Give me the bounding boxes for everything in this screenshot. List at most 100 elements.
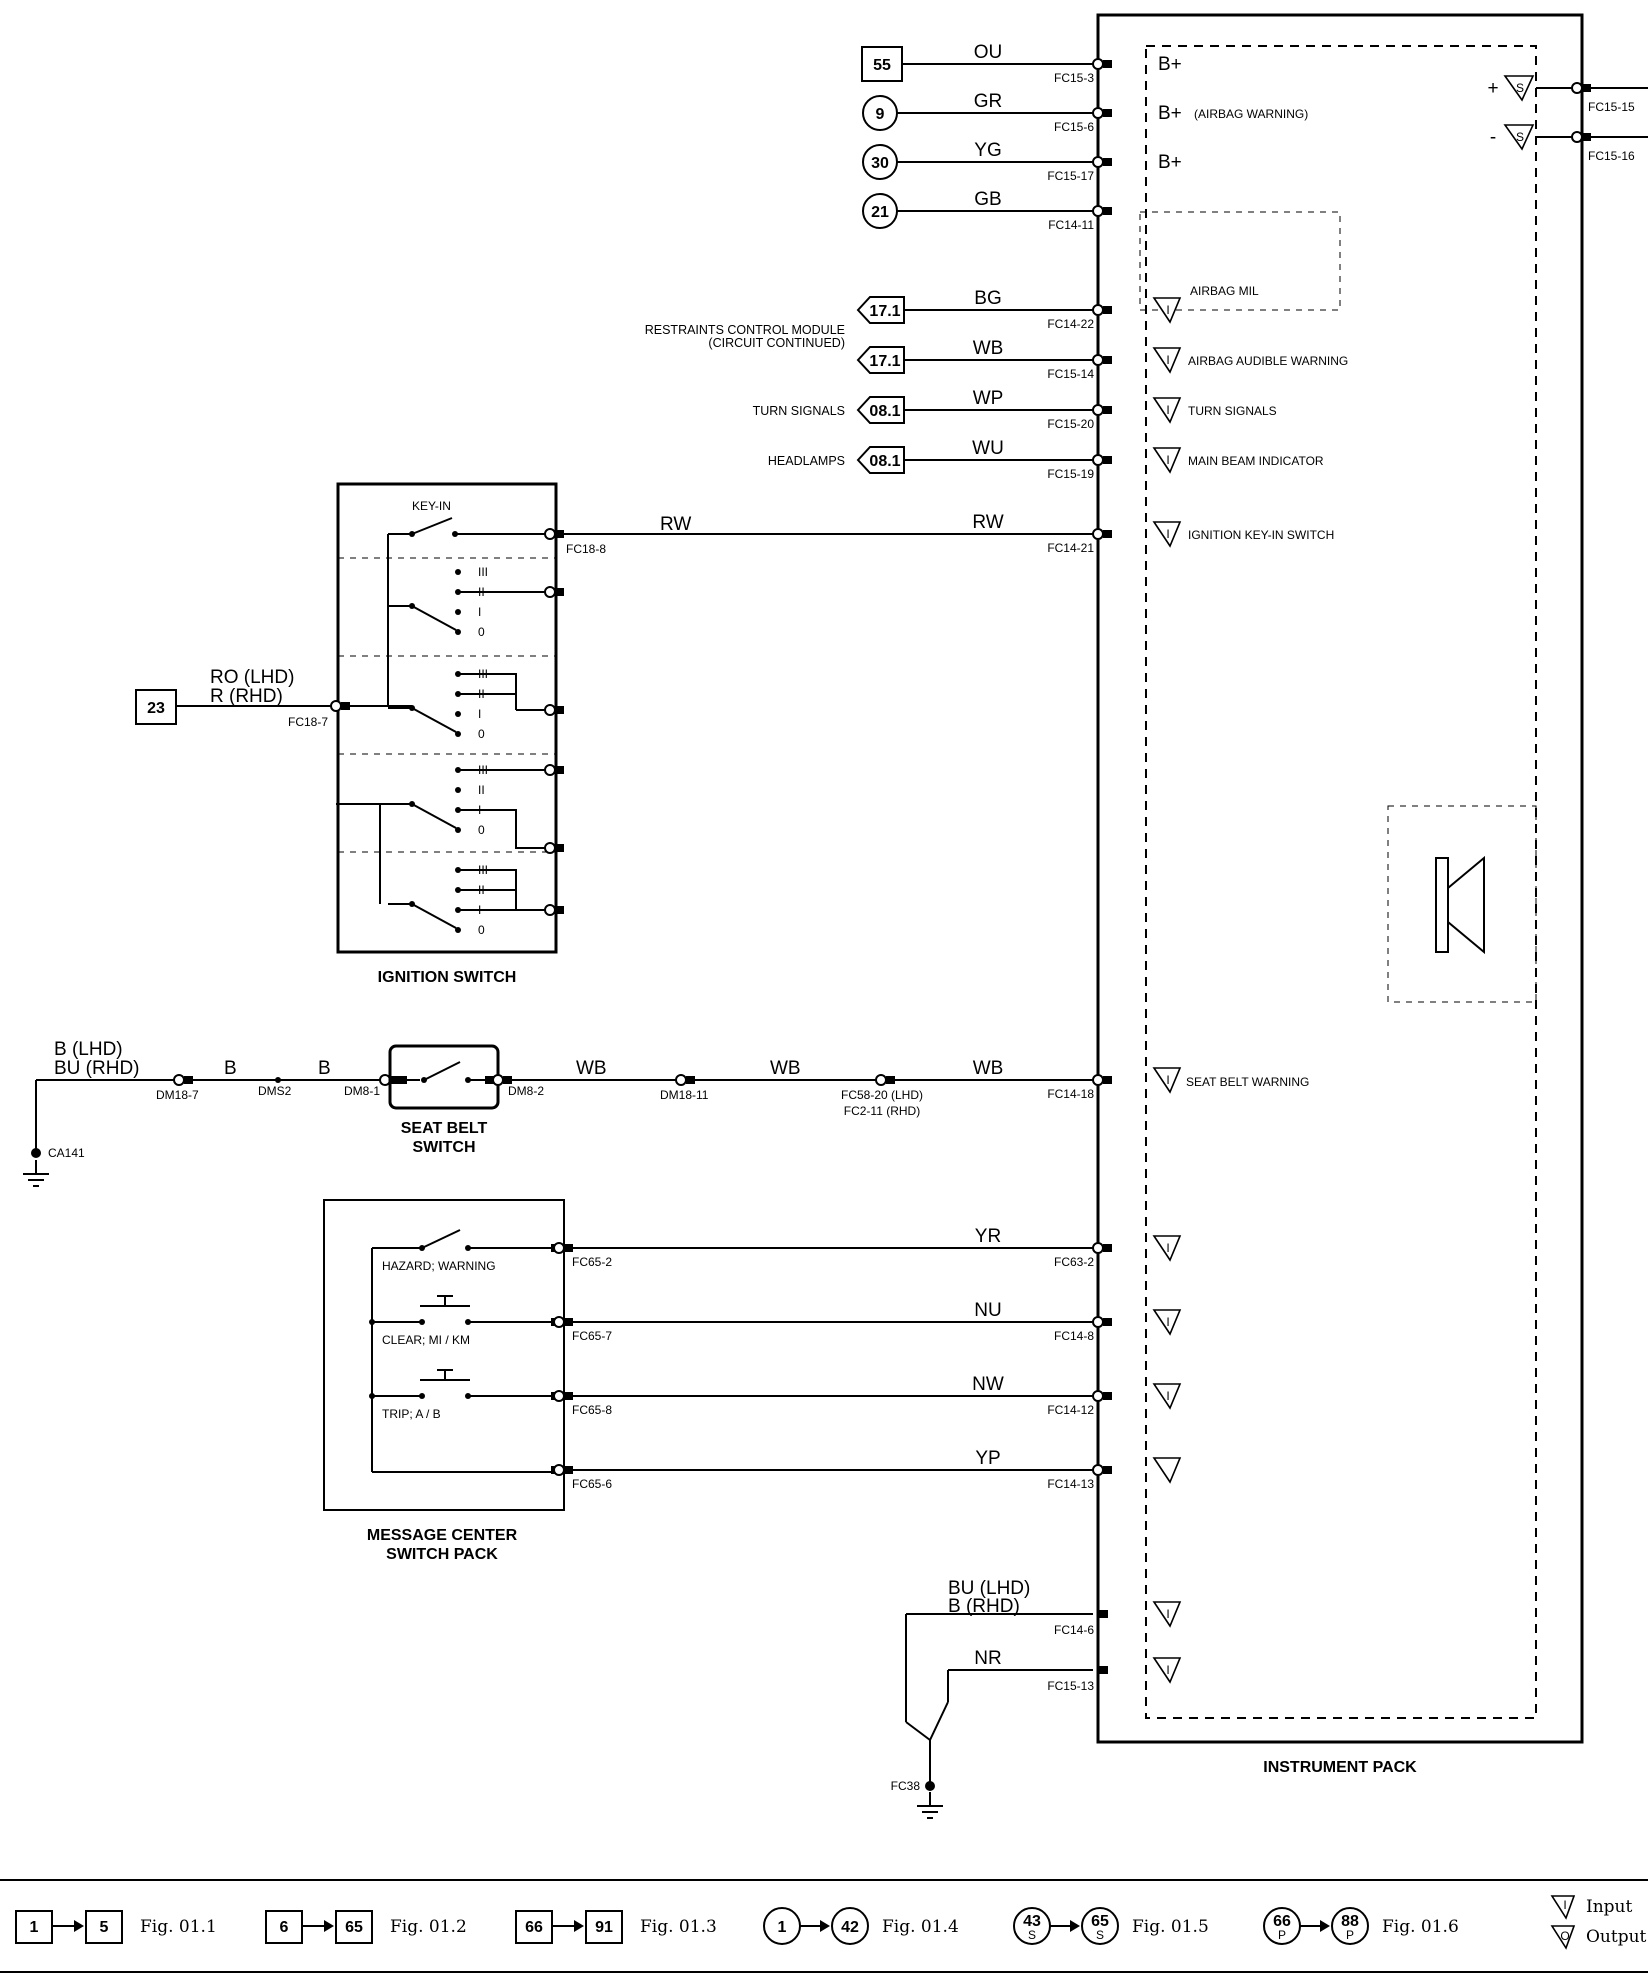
pack-function: AIRBAG MIL — [1190, 284, 1259, 298]
source-label: TURN SIGNALS — [753, 404, 845, 418]
position-contact — [455, 629, 461, 635]
connector-id: FC65-8 — [572, 1403, 612, 1417]
message-center-title-2: SWITCH PACK — [386, 1546, 498, 1563]
output-triangle — [1503, 75, 1535, 102]
input-symbol: I — [1166, 1663, 1169, 1677]
ref-number: 55 — [873, 57, 891, 74]
legend-to-circle — [1331, 1907, 1369, 1945]
connector-id: FC15-14 — [1047, 367, 1094, 381]
keyin-wire-left: RW — [660, 514, 691, 535]
conn-dm8-1: DM8-1 — [344, 1084, 380, 1098]
input-symbol: I — [1166, 527, 1169, 541]
legend-to-sub: P — [1346, 1928, 1354, 1942]
pack-function: B+ — [1158, 103, 1182, 124]
output-sign: + — [1487, 78, 1498, 99]
wire-color: WB — [973, 1058, 1004, 1079]
supply-wire-1: RO (LHD) — [210, 667, 294, 688]
wire-color: NW — [972, 1374, 1004, 1395]
input-symbol: I — [1166, 403, 1169, 417]
ref-number: 17.1 — [869, 353, 900, 370]
connector-id: FC65-7 — [572, 1329, 612, 1343]
wire-color: WU — [972, 438, 1004, 459]
message-center-box — [323, 1199, 565, 1511]
conn-dms2: DMS2 — [258, 1084, 292, 1098]
connector-id: FC14-13 — [1047, 1477, 1094, 1491]
input-symbol: I — [1166, 1607, 1169, 1621]
ref-number: 30 — [871, 155, 889, 172]
wire-wb-1: WB — [576, 1058, 607, 1079]
legend-to: 91 — [595, 1919, 613, 1936]
wire-color: YG — [974, 140, 1001, 161]
wire-color: YP — [975, 1448, 1000, 1469]
ref-number: 17.1 — [869, 303, 900, 320]
wire-b-1: B — [224, 1058, 237, 1079]
legend-fig: Fig. 01.2 — [390, 1917, 467, 1937]
legend-to-sub: S — [1096, 1928, 1104, 1942]
output-sign: - — [1490, 127, 1496, 148]
legend-to: 65 — [1091, 1913, 1109, 1930]
output-symbol: S — [1516, 130, 1524, 144]
switch-label: TRIP; A / B — [382, 1407, 441, 1421]
legend-to: 5 — [100, 1919, 109, 1936]
restraints-label-2: (CIRCUIT CONTINUED) — [708, 336, 845, 350]
conn-fc58-2: FC2-11 (RHD) — [844, 1104, 920, 1118]
legend-from: 1 — [778, 1919, 787, 1936]
wire-color: B (RHD) — [948, 1596, 1020, 1617]
switch-label: HAZARD; WARNING — [382, 1259, 496, 1273]
ignition-switch-box — [336, 482, 558, 954]
legend-item: 1 5 Fig. 01.1 — [15, 1910, 217, 1944]
position-label: I — [478, 605, 481, 619]
legend-to-box — [335, 1910, 373, 1944]
legend-input-symbol: I — [1563, 1898, 1566, 1912]
legend-to-box — [585, 1910, 623, 1944]
instrument-pack: INSTRUMENT PACK 55OUFC15-3B+9GRFC15-6B+(… — [566, 13, 1648, 1776]
position-label: II — [478, 783, 485, 797]
pack-function: B+ — [1158, 152, 1182, 173]
connector-id: FC15-6 — [1054, 120, 1094, 134]
wire-color: WB — [973, 338, 1004, 359]
legend-fig: Fig. 01.1 — [140, 1917, 217, 1937]
keyin-switch-contact — [388, 517, 552, 537]
ground-ref-fc38: FC38 — [891, 1779, 921, 1793]
restraints-label-1: RESTRAINTS CONTROL MODULE — [645, 323, 845, 337]
seat-belt-title-2: SWITCH — [412, 1139, 475, 1156]
legend-from: 66 — [1273, 1913, 1291, 1930]
connector-id: FC14-8 — [1054, 1329, 1094, 1343]
wire-color: BG — [974, 288, 1001, 309]
position-label: 0 — [478, 923, 485, 937]
wire-color: WP — [973, 388, 1004, 409]
ground-wire-2: BU (RHD) — [54, 1058, 140, 1079]
instrument-pack-box — [1096, 13, 1584, 1744]
legend-from: 1 — [30, 1919, 39, 1936]
wire-color: NR — [974, 1648, 1001, 1669]
switch-label: CLEAR; MI / KM — [382, 1333, 470, 1347]
pack-function-note: (AIRBAG WARNING) — [1194, 107, 1308, 121]
legend-from-sub: S — [1028, 1928, 1036, 1942]
legend-to-circle — [1081, 1907, 1119, 1945]
wire-color: NU — [974, 1300, 1001, 1321]
legend-input-output: I Input O Output — [1550, 1895, 1647, 1950]
legend-from: 6 — [280, 1919, 289, 1936]
pack-ground-row: BU (LHD)B (RHD)FC14-6I — [948, 1578, 1181, 1637]
conn-dm8-2: DM8-2 — [508, 1084, 544, 1098]
ref-number: 21 — [871, 204, 889, 221]
pack-function: TURN SIGNALS — [1188, 404, 1277, 418]
wire-color: GB — [974, 189, 1001, 210]
wiper-arm — [411, 707, 457, 733]
connector-id: FC15-20 — [1047, 417, 1094, 431]
